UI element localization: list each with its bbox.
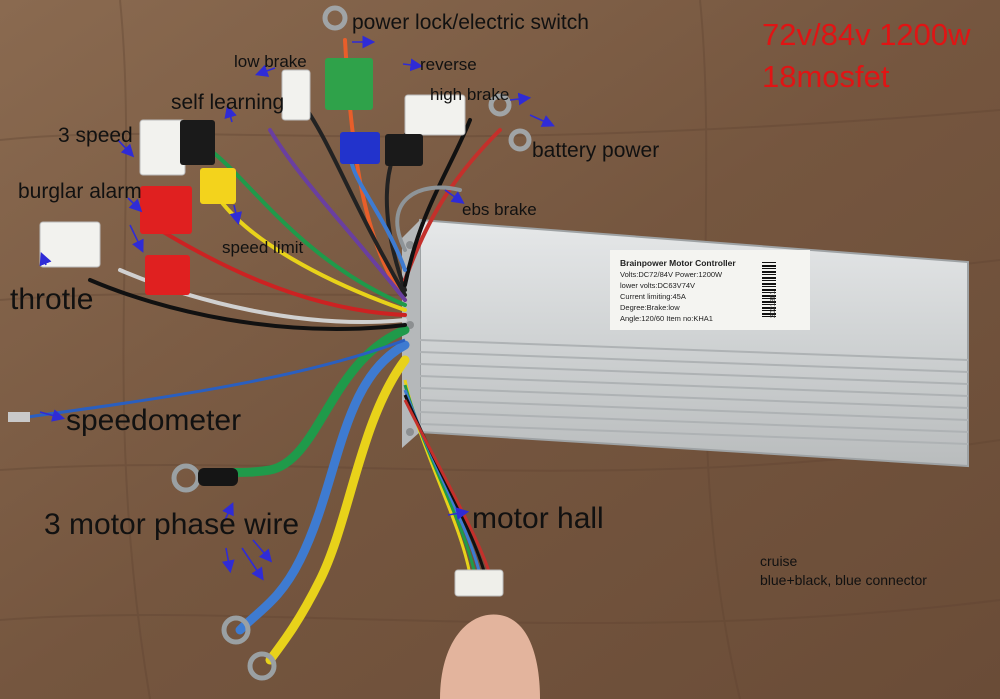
battery-terminal-1 — [488, 93, 512, 117]
sticker-line: Current limiting:45A — [620, 292, 686, 301]
label-reverse: reverse — [420, 55, 477, 74]
sticker-line: Angle:120/60 Item no:KHA1 — [620, 314, 713, 323]
hand — [440, 614, 540, 699]
three-speed-connector — [139, 119, 186, 176]
battery-terminal-2 — [508, 128, 532, 152]
barcode — [762, 262, 776, 318]
cruise-note-title: cruise — [760, 553, 798, 569]
spec-power: 72v/84v 1200w — [762, 17, 971, 52]
label-motor-phase-wire: 3 motor phase wire — [44, 508, 300, 541]
label-throttle: throtle — [10, 283, 94, 316]
hall-connector — [454, 569, 504, 597]
motor-controller — [402, 218, 969, 468]
speedometer-wire — [19, 338, 406, 420]
controller-label-sticker: Brainpower Motor Controller Volts:DC72/8… — [610, 250, 810, 330]
power-lock-terminal — [322, 5, 348, 31]
reverse-connector — [325, 58, 373, 110]
connectors — [39, 5, 532, 295]
label-speedometer: speedometer — [66, 404, 242, 437]
sticker-title: Brainpower Motor Controller — [620, 258, 736, 268]
label-burglar-alarm: burglar alarm — [18, 180, 142, 203]
phase-terminals — [171, 463, 277, 681]
high-brake-connector — [404, 94, 466, 136]
hall-wires — [403, 379, 492, 576]
burglar-alarm-connector — [140, 186, 192, 234]
cruise-note: cruise blue+black, blue connector — [760, 552, 927, 590]
spec-mosfet: 18mosfet — [762, 59, 890, 94]
label-high-brake: high brake — [430, 85, 510, 104]
sticker-line: Degree:Brake:low — [620, 303, 680, 312]
speed-limit-connector — [200, 168, 236, 204]
label-motor-hall: motor hall — [472, 502, 604, 535]
low-brake-connector — [281, 69, 311, 121]
label-speed-limit: speed limit — [222, 238, 304, 257]
label-self-learning: self learning — [171, 91, 285, 114]
label-low-brake: low brake — [234, 52, 307, 71]
sticker-line: Volts:DC72/84V Power:1200W — [620, 270, 723, 279]
label-ebs-brake: ebs brake — [462, 200, 537, 219]
barcode-text: 2021801 — [770, 290, 777, 318]
cruise-note-detail: blue+black, blue connector — [760, 572, 927, 588]
label-battery-power: battery power — [532, 139, 660, 162]
sticker-line: lower volts:DC63V74V — [620, 281, 696, 290]
annotation-arrows — [39, 35, 555, 581]
throttle-connector — [39, 221, 101, 268]
label-three-speed: 3 speed — [58, 124, 133, 147]
label-power-lock: power lock/electric switch — [352, 11, 589, 34]
